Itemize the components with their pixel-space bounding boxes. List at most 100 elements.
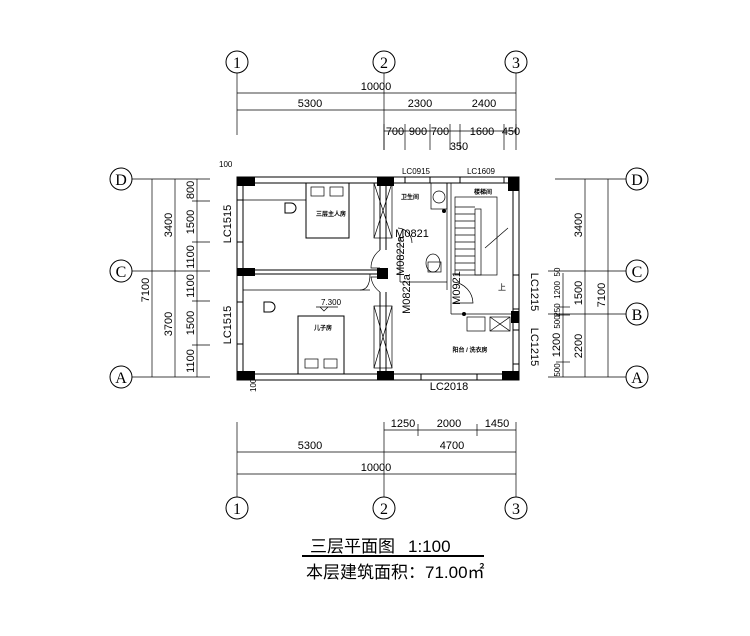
- axis-bubble-C-left: C: [109, 259, 133, 283]
- dimensions-bottom: 1250 2000 1450 5300 4700 10000: [237, 418, 516, 475]
- wall-thickness-top: 100: [219, 160, 233, 169]
- door-label-son: M0822a: [401, 273, 413, 314]
- axis-bubble-1-top: 1: [225, 50, 249, 74]
- axis-bubble-2-top: 2: [372, 50, 396, 74]
- plan-scale: 1:100: [408, 537, 451, 556]
- bathroom-fixtures: [425, 182, 448, 273]
- svg-text:1200: 1200: [553, 281, 562, 299]
- room-label-stair: 楼梯间: [474, 188, 492, 196]
- svg-text:350: 350: [450, 141, 468, 153]
- svg-text:A: A: [631, 370, 643, 387]
- svg-text:1: 1: [233, 55, 241, 72]
- svg-text:900: 900: [409, 126, 427, 138]
- doors: M0821 M0822a M0822a M0921: [370, 227, 474, 314]
- svg-text:1200: 1200: [551, 333, 563, 357]
- plan-title: 三层平面图: [310, 537, 395, 556]
- beds: [263, 182, 350, 375]
- svg-text:D: D: [115, 172, 127, 189]
- svg-text:5300: 5300: [298, 440, 322, 452]
- axis-bubble-B-right: B: [625, 302, 649, 326]
- room-label-master: 三层主人房: [316, 210, 346, 218]
- axis-bubble-2-bottom: 2: [372, 496, 396, 520]
- axis-bubbles: 1 2 3 1 2 3 D C A D C B A: [109, 50, 649, 520]
- door-label-balcony: M0921: [451, 271, 463, 305]
- svg-text:1500: 1500: [185, 311, 197, 335]
- windows: LC1515 LC1515 LC0915 LC1609 LC1215 LC121…: [222, 167, 540, 393]
- svg-text:7100: 7100: [596, 283, 608, 307]
- window-label-right-bottom: LC1215: [528, 328, 540, 367]
- svg-text:B: B: [632, 307, 643, 324]
- svg-text:A: A: [115, 370, 127, 387]
- axis-bubble-C-right: C: [625, 259, 649, 283]
- axis-bubble-D-right: D: [625, 167, 649, 191]
- svg-text:700: 700: [431, 126, 449, 138]
- svg-text:250: 250: [553, 303, 562, 317]
- annotations: 7.300 100 100: [219, 160, 342, 392]
- svg-text:3400: 3400: [573, 213, 585, 237]
- svg-text:D: D: [631, 172, 643, 189]
- svg-text:1450: 1450: [485, 418, 509, 430]
- window-label-bath: LC0915: [402, 167, 431, 176]
- door-label-bath: M0821: [395, 228, 429, 240]
- svg-text:2300: 2300: [408, 98, 432, 110]
- svg-text:50: 50: [553, 267, 562, 276]
- axis-bubble-3-top: 3: [504, 50, 528, 74]
- dimensions-left: 7100 3400 3700 800 1500 1100 1100 1500 1…: [140, 179, 210, 377]
- svg-text:2: 2: [380, 501, 388, 518]
- balcony-fixtures: [462, 312, 511, 332]
- room-label-balcony: 阳台 / 洗衣房: [452, 346, 487, 354]
- stair-up-label: 上: [498, 283, 506, 292]
- svg-text:1500: 1500: [185, 210, 197, 234]
- drawing-title: 三层平面图 1:100 本层建筑面积：71.00㎡: [302, 537, 485, 582]
- room-label-son: 儿子房: [313, 324, 332, 332]
- axis-bubble-A-left: A: [109, 365, 133, 389]
- room-labels: 三层主人房 卫生间 楼梯间 儿子房 阳台 / 洗衣房: [313, 188, 492, 354]
- svg-text:10000: 10000: [361, 462, 392, 474]
- svg-text:3700: 3700: [163, 312, 175, 336]
- elevation-mark: 7.300: [321, 298, 342, 307]
- axis-bubble-D-left: D: [109, 167, 133, 191]
- axis-bubble-1-bottom: 1: [225, 496, 249, 520]
- svg-text:2: 2: [380, 55, 388, 72]
- svg-text:4700: 4700: [440, 440, 464, 452]
- svg-text:500: 500: [553, 315, 562, 329]
- floor-area: 本层建筑面积：71.00㎡: [306, 563, 485, 582]
- svg-text:3400: 3400: [163, 213, 175, 237]
- svg-text:5300: 5300: [298, 98, 322, 110]
- door-label-master: M0822a: [395, 235, 407, 276]
- window-label-left-top: LC1515: [222, 205, 234, 244]
- svg-text:1500: 1500: [573, 281, 585, 305]
- window-label-right-top: LC1215: [528, 273, 540, 312]
- room-label-bath: 卫生间: [401, 193, 419, 201]
- svg-text:7100: 7100: [140, 278, 152, 302]
- svg-text:800: 800: [185, 181, 197, 199]
- axis-bubble-3-bottom: 3: [504, 496, 528, 520]
- wall-thickness-bottom: 100: [249, 378, 258, 392]
- svg-text:3: 3: [512, 55, 520, 72]
- axis-bubble-A-right: A: [625, 365, 649, 389]
- svg-text:500: 500: [553, 363, 562, 377]
- svg-text:1: 1: [233, 501, 241, 518]
- svg-text:700: 700: [386, 126, 404, 138]
- svg-text:10000: 10000: [361, 81, 392, 93]
- svg-text:C: C: [632, 264, 643, 281]
- window-label-bottom: LC2018: [430, 381, 469, 393]
- svg-text:3: 3: [512, 501, 520, 518]
- svg-text:1250: 1250: [391, 418, 415, 430]
- columns: [237, 177, 519, 380]
- dimensions-top: 10000 5300 2300 2400 700 900 700 1600 45…: [237, 81, 520, 153]
- svg-text:1100: 1100: [185, 245, 197, 269]
- svg-text:2200: 2200: [573, 334, 585, 358]
- window-label-stair: LC1609: [467, 167, 496, 176]
- svg-text:1600: 1600: [470, 126, 494, 138]
- dimensions-right: 7100 3400 1500 2200 50 1200 250 500 1200…: [551, 179, 609, 377]
- window-label-left-bottom: LC1515: [222, 306, 234, 345]
- svg-text:2400: 2400: [472, 98, 496, 110]
- svg-text:1100: 1100: [185, 349, 197, 373]
- wardrobes: [373, 182, 393, 369]
- axis-lines: [132, 73, 626, 497]
- svg-text:2000: 2000: [437, 418, 461, 430]
- svg-text:450: 450: [502, 126, 520, 138]
- staircase: 上: [454, 196, 509, 292]
